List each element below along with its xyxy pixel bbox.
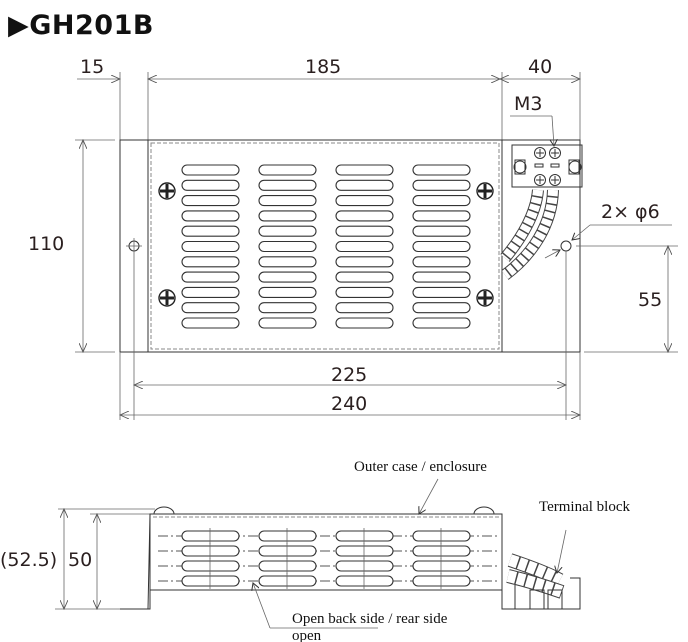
dimension-side-height: (52.5) 50 xyxy=(0,509,155,609)
vent-slot xyxy=(181,164,240,176)
dimension-hole-height: 55 xyxy=(576,246,678,352)
cover-outline xyxy=(150,142,500,350)
vent-slot xyxy=(258,195,317,207)
side-vent-slot xyxy=(412,530,471,542)
vent-slot xyxy=(181,179,240,191)
terminal-block-top xyxy=(500,144,583,280)
vent-slot xyxy=(181,271,240,283)
side-view: (52.5) 50 Outer case / enclosure Termina… xyxy=(0,459,631,642)
vent-slot xyxy=(335,286,394,298)
vent-slot xyxy=(335,302,394,314)
vent-slot xyxy=(412,240,471,253)
side-vent-slot xyxy=(258,545,317,557)
side-vent-slot xyxy=(335,530,394,542)
side-vent-slot xyxy=(335,575,394,587)
vent-slot xyxy=(412,256,471,268)
dim-body-height: 50 xyxy=(68,549,92,571)
dim-height: 110 xyxy=(28,233,64,255)
screw-icon xyxy=(158,289,176,307)
vent-slot xyxy=(335,225,394,237)
vent-slot xyxy=(335,256,394,268)
top-view: 15 185 40 110 xyxy=(28,56,678,420)
side-vent-slot xyxy=(258,560,317,572)
side-vent-slot xyxy=(181,530,240,542)
side-vent-slot xyxy=(335,560,394,572)
vent-slot xyxy=(412,271,471,283)
vent-slot xyxy=(335,164,394,176)
vent-slot xyxy=(258,256,317,268)
vent-slot xyxy=(335,195,394,207)
vent-slot xyxy=(181,302,240,314)
label-outer-case: Outer case / enclosure xyxy=(354,459,487,475)
vent-slot xyxy=(258,302,317,314)
vent-slot xyxy=(258,240,317,253)
vent-slot xyxy=(335,240,394,253)
screw-terminal xyxy=(534,147,546,159)
dim-body-width: 185 xyxy=(305,56,341,78)
side-vent-slot xyxy=(181,545,240,557)
label-holes: 2× φ6 xyxy=(601,201,660,223)
side-vent-slot xyxy=(412,560,471,572)
side-vent-slot xyxy=(412,545,471,557)
vent-slots xyxy=(181,164,471,329)
model-title: ▶GH201B xyxy=(8,10,154,41)
vent-slot xyxy=(258,225,317,237)
screw-icon xyxy=(158,182,176,200)
vent-slot xyxy=(181,240,240,253)
vent-slot xyxy=(181,317,240,329)
dim-terminal-width: 40 xyxy=(528,56,552,78)
screw-icon xyxy=(476,182,494,200)
vent-slot xyxy=(181,195,240,207)
vent-slot xyxy=(412,286,471,298)
callout-m3: M3 xyxy=(510,93,554,146)
dim-overall-height: (52.5) xyxy=(0,549,57,571)
dimension-bottom: 225 240 xyxy=(120,352,580,420)
side-screw-head xyxy=(153,506,175,515)
mounting-hole-left xyxy=(126,238,142,420)
dimension-height: 110 xyxy=(28,140,115,352)
vent-slot xyxy=(412,225,471,237)
screw-icon xyxy=(476,289,494,307)
label-open-back-2: open xyxy=(292,628,322,642)
vent-slot xyxy=(181,210,240,222)
vent-slot xyxy=(412,179,471,191)
cover-screws xyxy=(158,182,494,307)
vent-slot xyxy=(412,210,471,222)
vent-slot xyxy=(258,286,317,298)
vent-slot xyxy=(258,210,317,222)
side-vent-slots xyxy=(158,528,500,589)
side-vent-slot xyxy=(258,575,317,587)
dim-hole-height: 55 xyxy=(638,289,662,311)
label-m3: M3 xyxy=(514,93,542,115)
vent-slot xyxy=(412,164,471,176)
terminal-block-side xyxy=(506,553,565,610)
vent-slot xyxy=(181,225,240,237)
vent-slot xyxy=(335,179,394,191)
vent-slot xyxy=(412,317,471,329)
side-vent-slot xyxy=(181,575,240,587)
vent-slot xyxy=(335,271,394,283)
vent-slot xyxy=(258,164,317,176)
side-vent-slot xyxy=(181,560,240,572)
dim-left-margin: 15 xyxy=(80,56,104,78)
vent-slot xyxy=(412,195,471,207)
dim-hole-pitch: 225 xyxy=(331,364,367,386)
dimension-top: 15 185 40 xyxy=(77,56,580,140)
label-open-back: Open back side / rear side xyxy=(292,611,448,627)
dim-overall-width: 240 xyxy=(331,393,367,415)
vent-slot xyxy=(258,271,317,283)
vent-slot xyxy=(335,210,394,222)
vent-slot xyxy=(258,317,317,329)
vent-slot xyxy=(258,179,317,191)
vent-slot xyxy=(181,286,240,298)
side-vent-slot xyxy=(412,575,471,587)
vent-slot xyxy=(412,302,471,314)
label-terminal-block: Terminal block xyxy=(539,499,631,515)
side-vent-slot xyxy=(335,545,394,557)
vent-slot xyxy=(335,317,394,329)
side-vent-slot xyxy=(258,530,317,542)
vent-slot xyxy=(181,256,240,268)
mounting-hole-right: 2× φ6 xyxy=(544,201,672,420)
